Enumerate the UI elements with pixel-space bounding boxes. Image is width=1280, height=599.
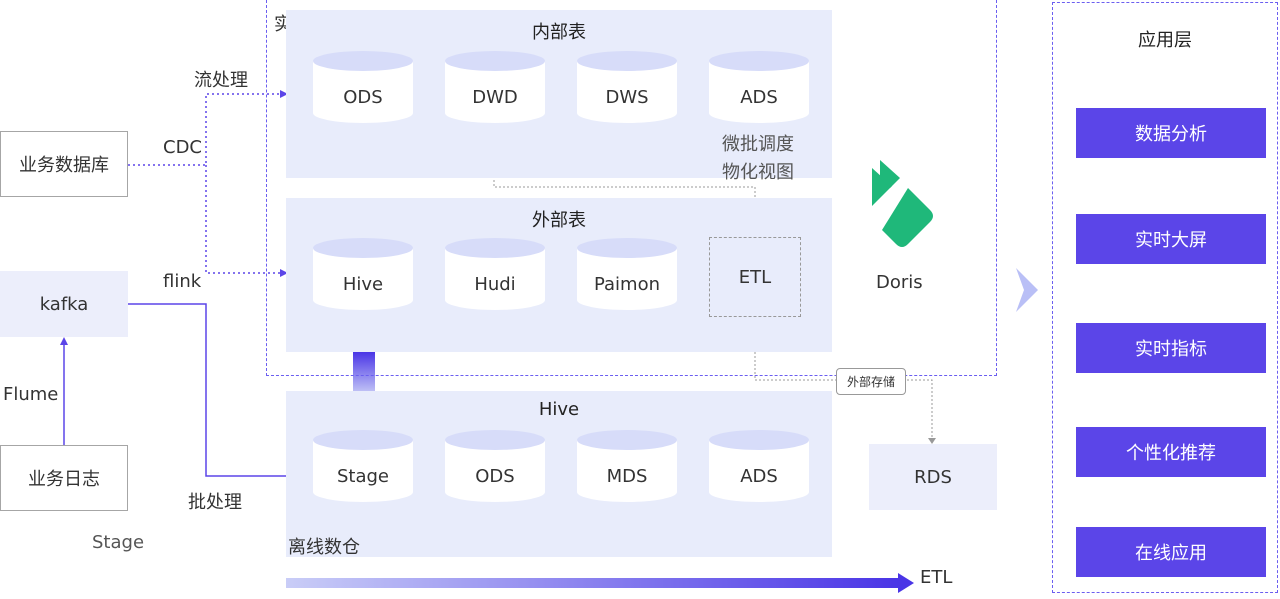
internal-table-ods: ODS <box>313 51 413 133</box>
flink-arrowhead <box>280 269 288 277</box>
app-item-recommendation: 个性化推荐 <box>1076 427 1266 477</box>
cdc-label: CDC <box>163 137 202 158</box>
internal-table-dws: DWS <box>577 51 677 133</box>
offline-table-stage: Stage <box>313 430 413 512</box>
app-item-realtime-metrics-label: 实时指标 <box>1135 339 1207 360</box>
offline-table-ads-label: ADS <box>740 466 778 487</box>
flink-label: flink <box>163 271 202 292</box>
doris-logo-icon <box>872 160 933 247</box>
external-storage-tag: 外部存储 <box>836 368 906 395</box>
stream-arrowhead <box>280 90 288 98</box>
app-item-realtime-dashboard-label: 实时大屏 <box>1135 230 1207 251</box>
business-log-label: 业务日志 <box>28 469 100 490</box>
offline-table-mds-label: MDS <box>606 466 648 487</box>
internal-table-ads-label: ADS <box>740 87 778 108</box>
app-item-realtime-dashboard: 实时大屏 <box>1076 214 1266 264</box>
offline-etl-arrow-body <box>286 578 898 588</box>
offline-table-ods-label: ODS <box>475 466 515 487</box>
micro-batch-label: 微批调度 <box>722 134 794 155</box>
batch-label: 批处理 <box>188 492 242 513</box>
rds-box: RDS <box>869 444 997 510</box>
batch-flow-line <box>128 303 306 477</box>
kafka-label: kafka <box>39 293 89 315</box>
doris-label: Doris <box>876 272 923 293</box>
flume-label: Flume <box>3 384 59 405</box>
external-table-paimon-label: Paimon <box>593 274 661 295</box>
app-item-online-app: 在线应用 <box>1076 527 1266 577</box>
business-database-box: 业务数据库 <box>0 131 128 197</box>
app-item-realtime-metrics: 实时指标 <box>1076 323 1266 373</box>
external-table-paimon: Paimon <box>577 238 677 320</box>
external-etl-box: ETL <box>709 237 801 317</box>
internal-table-dws-label: DWS <box>605 87 649 108</box>
external-table-hudi: Hudi <box>445 238 545 320</box>
internal-table-dwd-label: DWD <box>472 87 518 108</box>
external-table-hive-label: Hive <box>342 274 384 295</box>
chevron-right-icon <box>1016 268 1038 312</box>
offline-table-ods: ODS <box>445 430 545 512</box>
rds-arrowhead <box>928 438 936 444</box>
app-item-data-analysis-label: 数据分析 <box>1135 124 1207 145</box>
offline-hive-title: Hive <box>538 399 580 420</box>
stream-label: 流处理 <box>194 70 248 91</box>
business-database-label: 业务数据库 <box>19 155 109 176</box>
offline-table-stage-label: Stage <box>336 466 389 487</box>
kafka-box: kafka <box>0 271 128 337</box>
cdc-flow-lines <box>128 93 280 274</box>
flume-arrowhead <box>60 337 68 345</box>
app-item-data-analysis: 数据分析 <box>1076 108 1266 158</box>
internal-table-ods-label: ODS <box>343 87 383 108</box>
external-etl-label: ETL <box>738 266 772 288</box>
offline-warehouse-title: 离线数仓 <box>288 537 360 558</box>
internal-table-ads: ADS <box>709 51 809 133</box>
offline-table-mds: MDS <box>577 430 677 512</box>
internal-table-dwd: DWD <box>445 51 545 133</box>
external-table-hive: Hive <box>313 238 413 320</box>
app-layer-title: 应用层 <box>1138 30 1192 51</box>
external-table-hudi-label: Hudi <box>474 274 516 295</box>
app-item-recommendation-label: 个性化推荐 <box>1126 443 1216 464</box>
app-layer-container <box>1052 2 1278 593</box>
stage-caption: Stage <box>92 532 145 553</box>
offline-table-ads: ADS <box>709 430 809 512</box>
internal-tables-title: 内部表 <box>532 22 586 43</box>
hive-up-arrow-body <box>353 352 375 395</box>
business-log-box: 业务日志 <box>0 445 128 511</box>
offline-etl-arrowhead <box>898 573 914 593</box>
rds-label: RDS <box>914 466 952 488</box>
realtime-warehouse-container <box>266 0 997 376</box>
offline-etl-label: ETL <box>920 567 953 588</box>
app-item-online-app-label: 在线应用 <box>1135 543 1207 564</box>
materialized-view-label: 物化视图 <box>722 162 794 183</box>
external-tables-title: 外部表 <box>532 210 586 231</box>
